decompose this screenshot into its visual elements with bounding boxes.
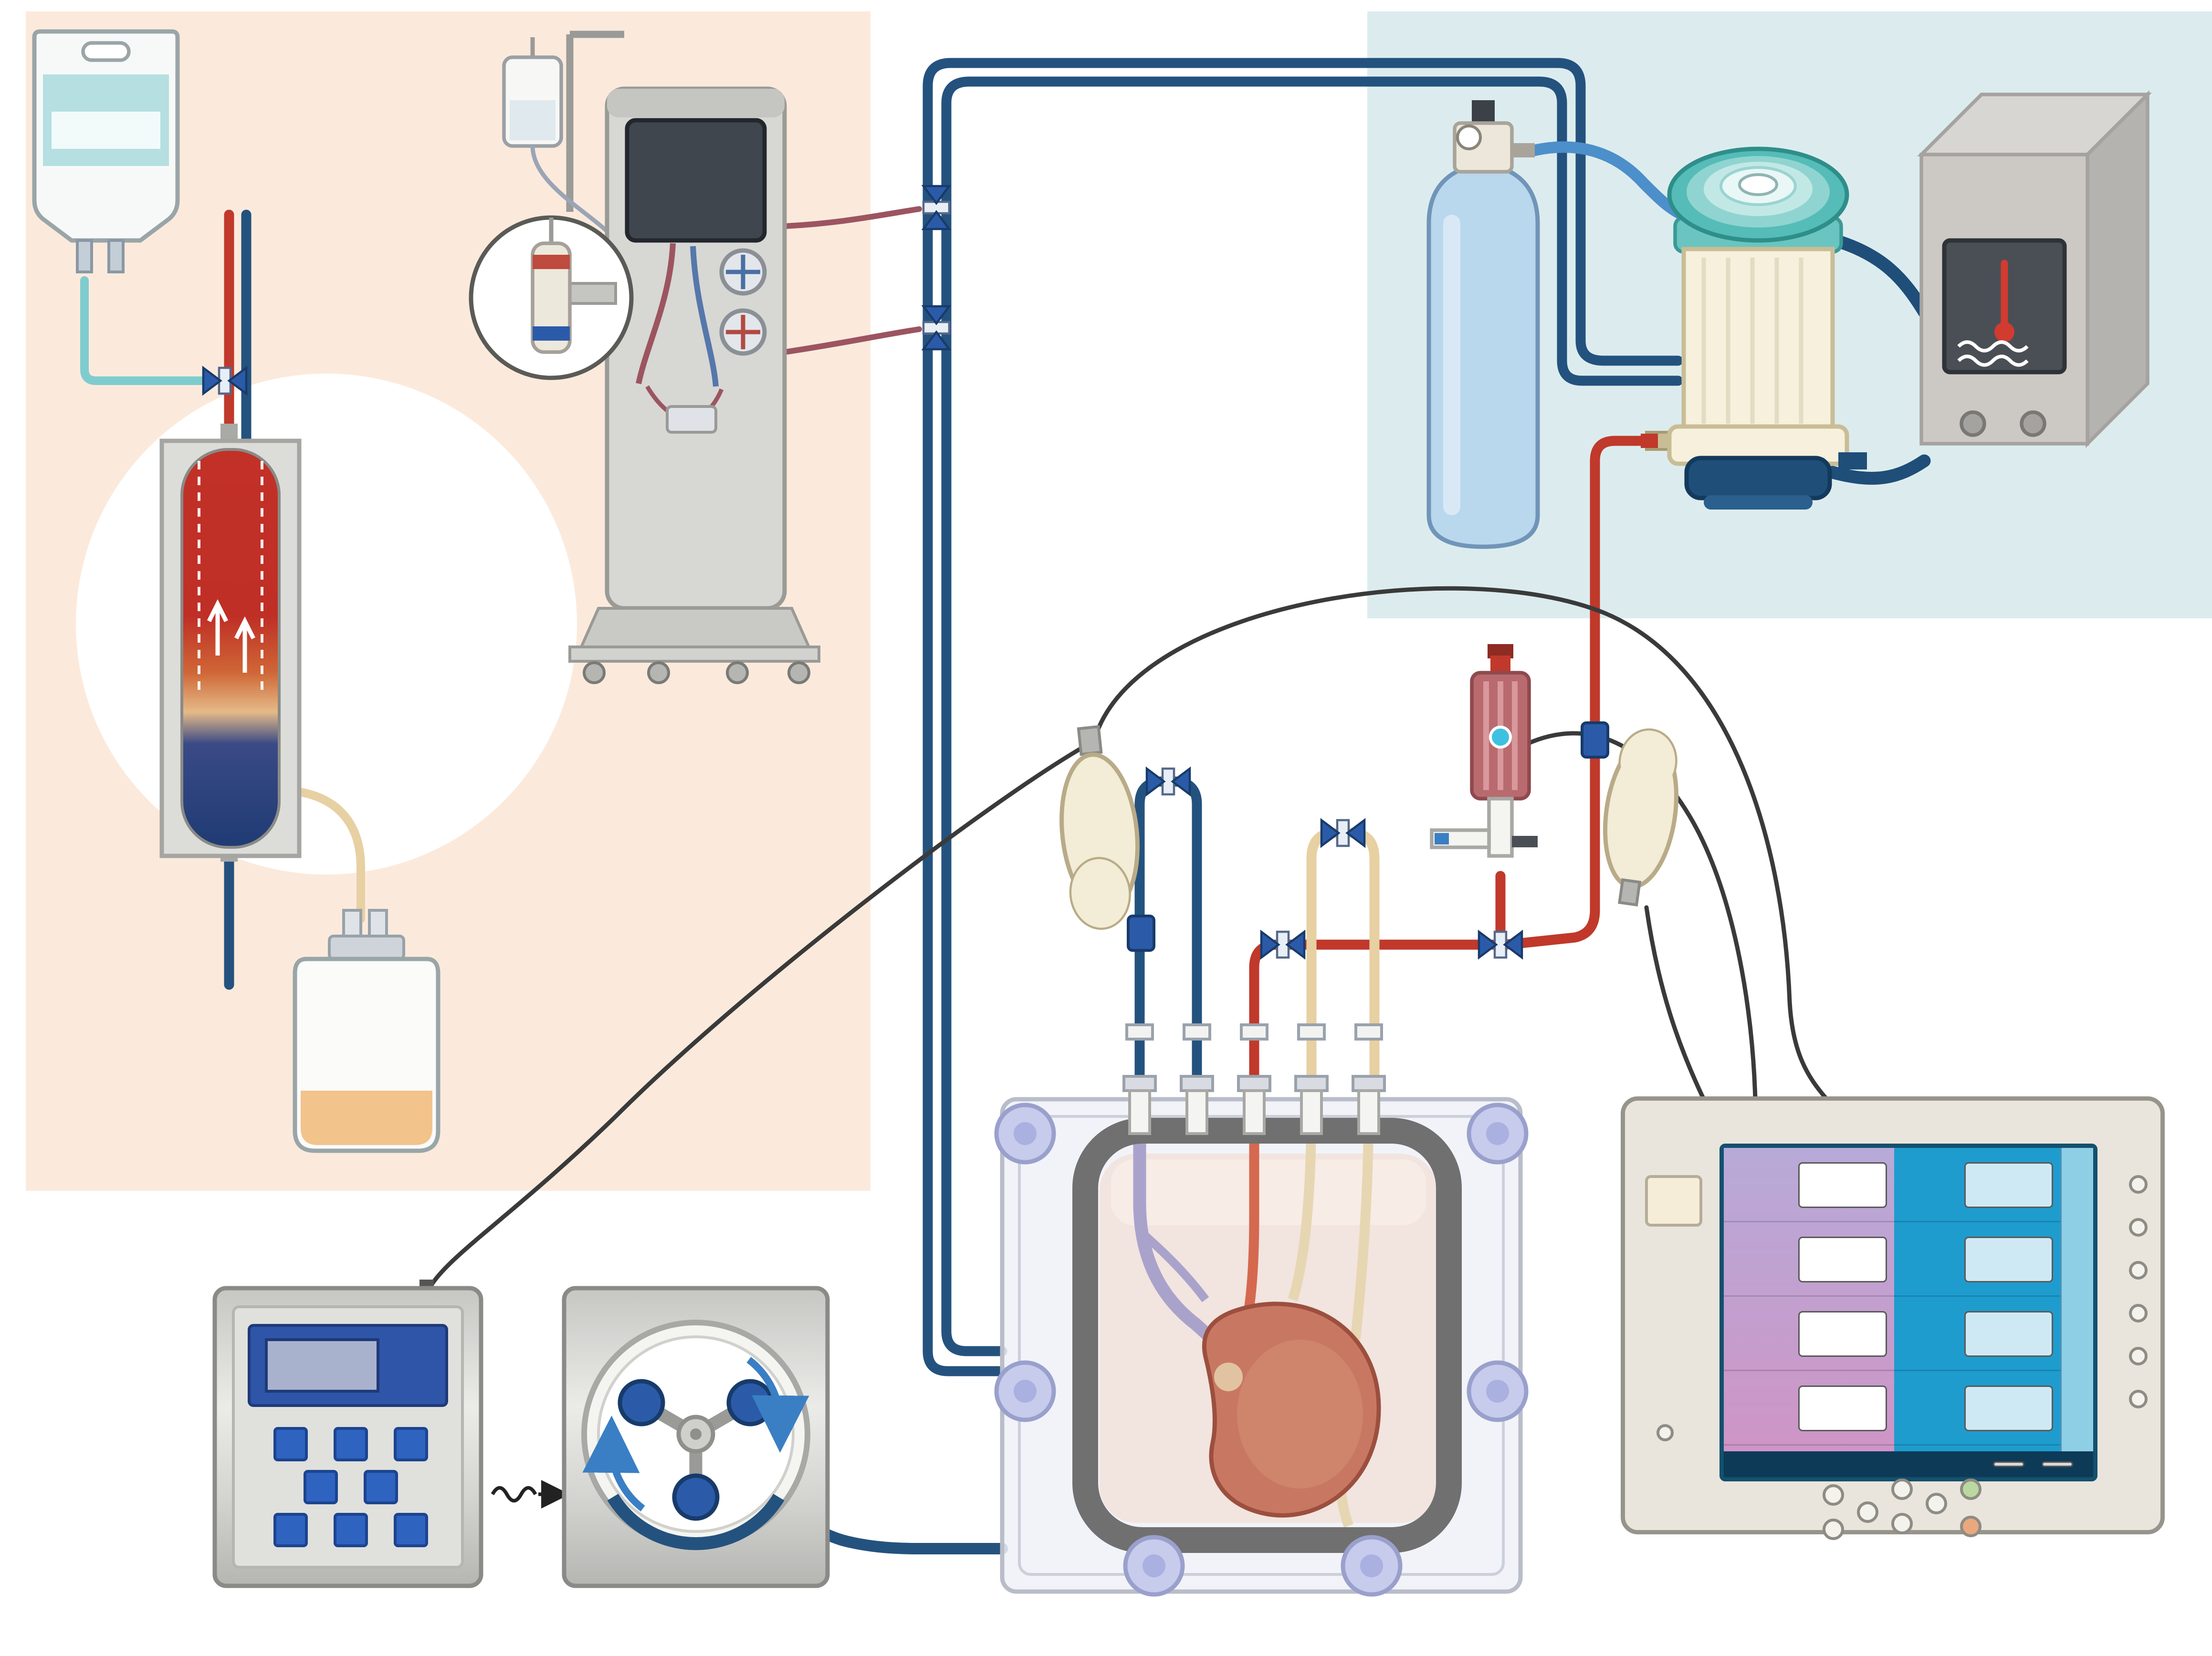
monitor-power-button[interactable] (1656, 1424, 1674, 1441)
monitor-key[interactable] (1926, 1493, 1947, 1514)
oxygenator-device (1641, 146, 1867, 510)
organ-chamber (994, 1023, 1529, 1597)
monitor-row (1724, 1371, 1895, 1446)
monitor-key[interactable] (1823, 1484, 1844, 1506)
filter-device (159, 424, 302, 862)
cvvh-keypad[interactable] (666, 405, 717, 434)
cvvh-machine (469, 31, 820, 684)
monitor-softkey[interactable] (2129, 1175, 2148, 1194)
flow-sensor-left (1059, 725, 1155, 952)
monitor-device (1621, 1096, 2165, 1540)
monitor-column-right (1894, 1148, 2060, 1477)
value-cell (1798, 1161, 1887, 1208)
pump-roller (672, 1473, 720, 1521)
value-cell (1963, 1236, 2053, 1282)
monitor-screen (1719, 1144, 2097, 1481)
rotation-arrow (582, 1416, 645, 1511)
monitor-side-strip (2059, 1148, 2093, 1477)
monitor-key-orange[interactable] (1960, 1516, 1981, 1537)
chamber-gasket (1072, 1118, 1462, 1553)
chamber-ports (1122, 1023, 1386, 1135)
stopcock[interactable] (1487, 797, 1514, 858)
stopcock-valves[interactable] (202, 185, 1523, 960)
water-bath-knob[interactable] (2020, 410, 2046, 437)
substitution-bag (32, 29, 180, 273)
pressure-sensor-device (1430, 644, 1538, 858)
regulator-keypad[interactable] (273, 1427, 428, 1547)
value-cell (1963, 1385, 2053, 1431)
monitor-softkey[interactable] (2129, 1261, 2148, 1280)
monitor-row (1724, 1148, 1895, 1222)
pump-regulator-device (212, 1280, 483, 1588)
monitor-row (1724, 1297, 1895, 1371)
pump-roller (618, 1379, 665, 1427)
monitor-row (1724, 1222, 1895, 1297)
monitor-key[interactable] (1857, 1501, 1878, 1523)
monitor-softkey[interactable] (2129, 1390, 2148, 1408)
monitor-column-left (1724, 1148, 1895, 1477)
pressure-gauge (1456, 125, 1482, 150)
cvvh-screen (625, 118, 767, 243)
monitor-row (1894, 1222, 2060, 1297)
chamber-knobs[interactable] (994, 1103, 1529, 1597)
start-button[interactable] (1993, 1461, 2024, 1467)
monitor-softkey[interactable] (2129, 1218, 2148, 1237)
water-bath (1917, 90, 2152, 448)
monitor-button-bar (1724, 1451, 2093, 1477)
cylinder-valve-knob[interactable] (1472, 100, 1495, 123)
flow-sensor-right (1581, 721, 1679, 907)
peristaltic-pump (562, 1286, 830, 1588)
numeric-button[interactable] (2042, 1461, 2073, 1467)
value-cell (1798, 1236, 1887, 1282)
monitor-softkey[interactable] (2129, 1304, 2148, 1323)
flow-up-arrow (207, 599, 229, 656)
value-cell (1798, 1385, 1887, 1431)
flow-up-arrow (234, 616, 256, 673)
signal-arrow (491, 1480, 570, 1509)
monitor-key-green[interactable] (1960, 1479, 1981, 1500)
monitor-row (1894, 1371, 2060, 1446)
monitor-key[interactable] (1891, 1479, 1913, 1500)
pump-roller (726, 1379, 774, 1427)
filter-cartridge (531, 241, 572, 354)
value-cell (1963, 1310, 2053, 1356)
value-cell (1963, 1161, 2053, 1208)
monitor-row (1894, 1148, 2060, 1222)
monitor-bezel-panel (1645, 1175, 1702, 1227)
water-bath-knob[interactable] (1960, 410, 1986, 437)
monitor-softkey[interactable] (2129, 1347, 2148, 1365)
monitor-row (1894, 1297, 2060, 1371)
rotation-arrow (746, 1357, 809, 1453)
carbogen-cylinder (1426, 100, 1540, 549)
effluent-bottle (293, 909, 440, 1153)
sensor-cables (427, 586, 1829, 1291)
monitor-key[interactable] (1891, 1513, 1913, 1534)
value-cell (1798, 1310, 1887, 1356)
monitor-key[interactable] (1823, 1519, 1844, 1540)
